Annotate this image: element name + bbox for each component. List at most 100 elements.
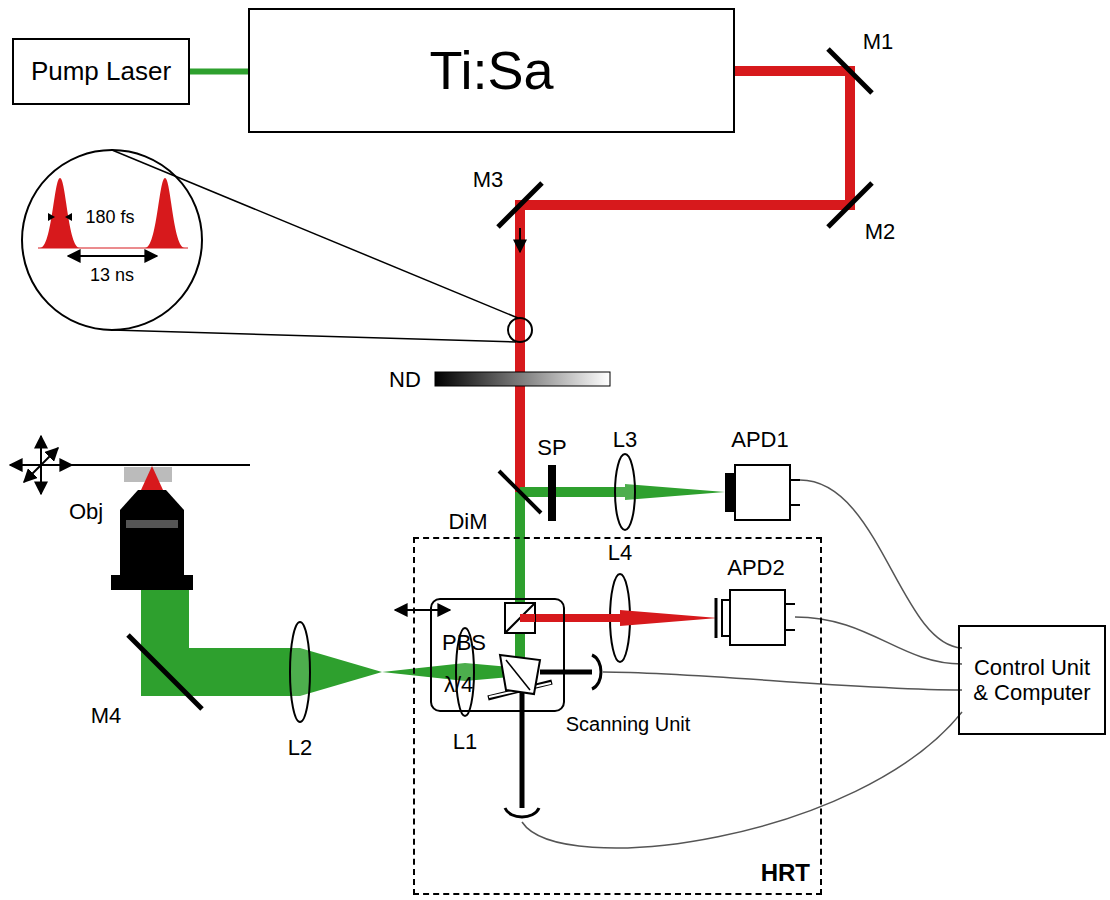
detector [790,504,800,506]
signal-wire [522,480,962,848]
part-label: M4 [91,704,122,728]
signal-wire [800,480,962,648]
objective [126,520,178,528]
objective [120,490,184,575]
lens [456,628,474,716]
dichroic-mirror [499,471,541,513]
scanner [500,655,601,817]
node-text: Ti:Sa [429,39,553,101]
part-label: APD1 [731,428,788,452]
scanner [505,808,539,817]
detector [722,600,730,636]
pulse-inset [65,213,72,221]
part-label: Obj [69,500,103,524]
part-label: Scanning Unit [566,713,691,735]
lens [615,454,635,530]
detector [715,598,718,638]
laser-box: Ti:Sa [248,8,735,133]
pulse-inset [48,213,55,221]
beam-splitter [505,603,535,633]
green-beam [520,487,625,497]
beam-splitter [520,614,535,622]
pulse-inset [112,330,516,342]
pulse-inset [68,255,157,257]
red-beam [620,610,718,626]
green-beam [625,484,725,500]
detector [730,590,785,645]
signal-wire [603,672,962,690]
part-label: L2 [288,736,312,760]
short-pass-filter [548,465,556,521]
short-pass-filter [548,465,556,521]
signal-wire [795,617,962,664]
green-beam [382,663,465,681]
lens [290,622,310,722]
sample [70,464,250,466]
part-label: M1 [863,30,894,54]
mirror [128,635,202,709]
node-text: Control Unit & Computer [968,655,1096,706]
part-label: DiM [448,510,487,534]
red-beam [535,614,620,622]
pulse-inset [22,150,532,342]
pulse-inset [112,150,518,318]
part-label: ND [389,368,421,392]
green-beam [515,492,525,672]
pulse-inset [38,248,188,249]
stage-arrows [24,448,58,482]
node-text: HRT [761,859,810,887]
detector [726,465,800,520]
beam-splitter [505,603,535,633]
part-label: 180 fs [85,208,134,228]
pulse-inset [22,150,202,330]
laser-box: Pump Laser [12,38,190,105]
part-label: SP [537,436,566,460]
pump-beam [190,69,248,75]
part-label: APD2 [727,556,784,580]
part-label: M3 [473,168,504,192]
direction-arrow [520,228,521,252]
mirror [828,49,872,93]
scanner [506,660,530,690]
nd-filter [435,372,610,386]
part-label: L4 [608,541,632,565]
red-beam [520,71,850,492]
sample [141,466,163,490]
stage-arrows [10,436,72,494]
part-label: L3 [613,428,637,452]
red-beam [520,71,850,492]
part-label: M2 [865,220,896,244]
direction-arrow [519,228,521,252]
sample [70,465,250,490]
objective [111,490,193,590]
scanner [592,655,601,689]
pulse-inset [40,178,80,248]
pulse-inset [508,318,532,342]
green-beam [141,590,300,696]
lens [290,454,635,722]
beam-splitter [505,603,535,633]
mirror [128,49,872,709]
detector [785,603,795,605]
signal-wire [522,712,962,848]
red-beam [535,610,718,626]
control-box: Control Unit & Computer [958,625,1106,735]
part-label: L1 [453,730,477,754]
module-box: PBSλ/4 [430,598,565,712]
detector [785,629,795,631]
slide-arrow [395,609,450,611]
green-beam [300,648,382,696]
node-text: Pump Laser [31,57,171,87]
part-label: 13 ns [90,266,134,286]
mirror [498,183,542,227]
node-text: λ/4 [444,672,473,697]
scanner [500,655,540,694]
scanner [540,670,592,675]
detector [790,479,800,481]
green-beam [141,484,725,696]
detector [716,590,795,645]
scanner [520,690,525,808]
detector [735,465,790,520]
dichroic-mirror [499,471,541,513]
detector [726,474,735,511]
